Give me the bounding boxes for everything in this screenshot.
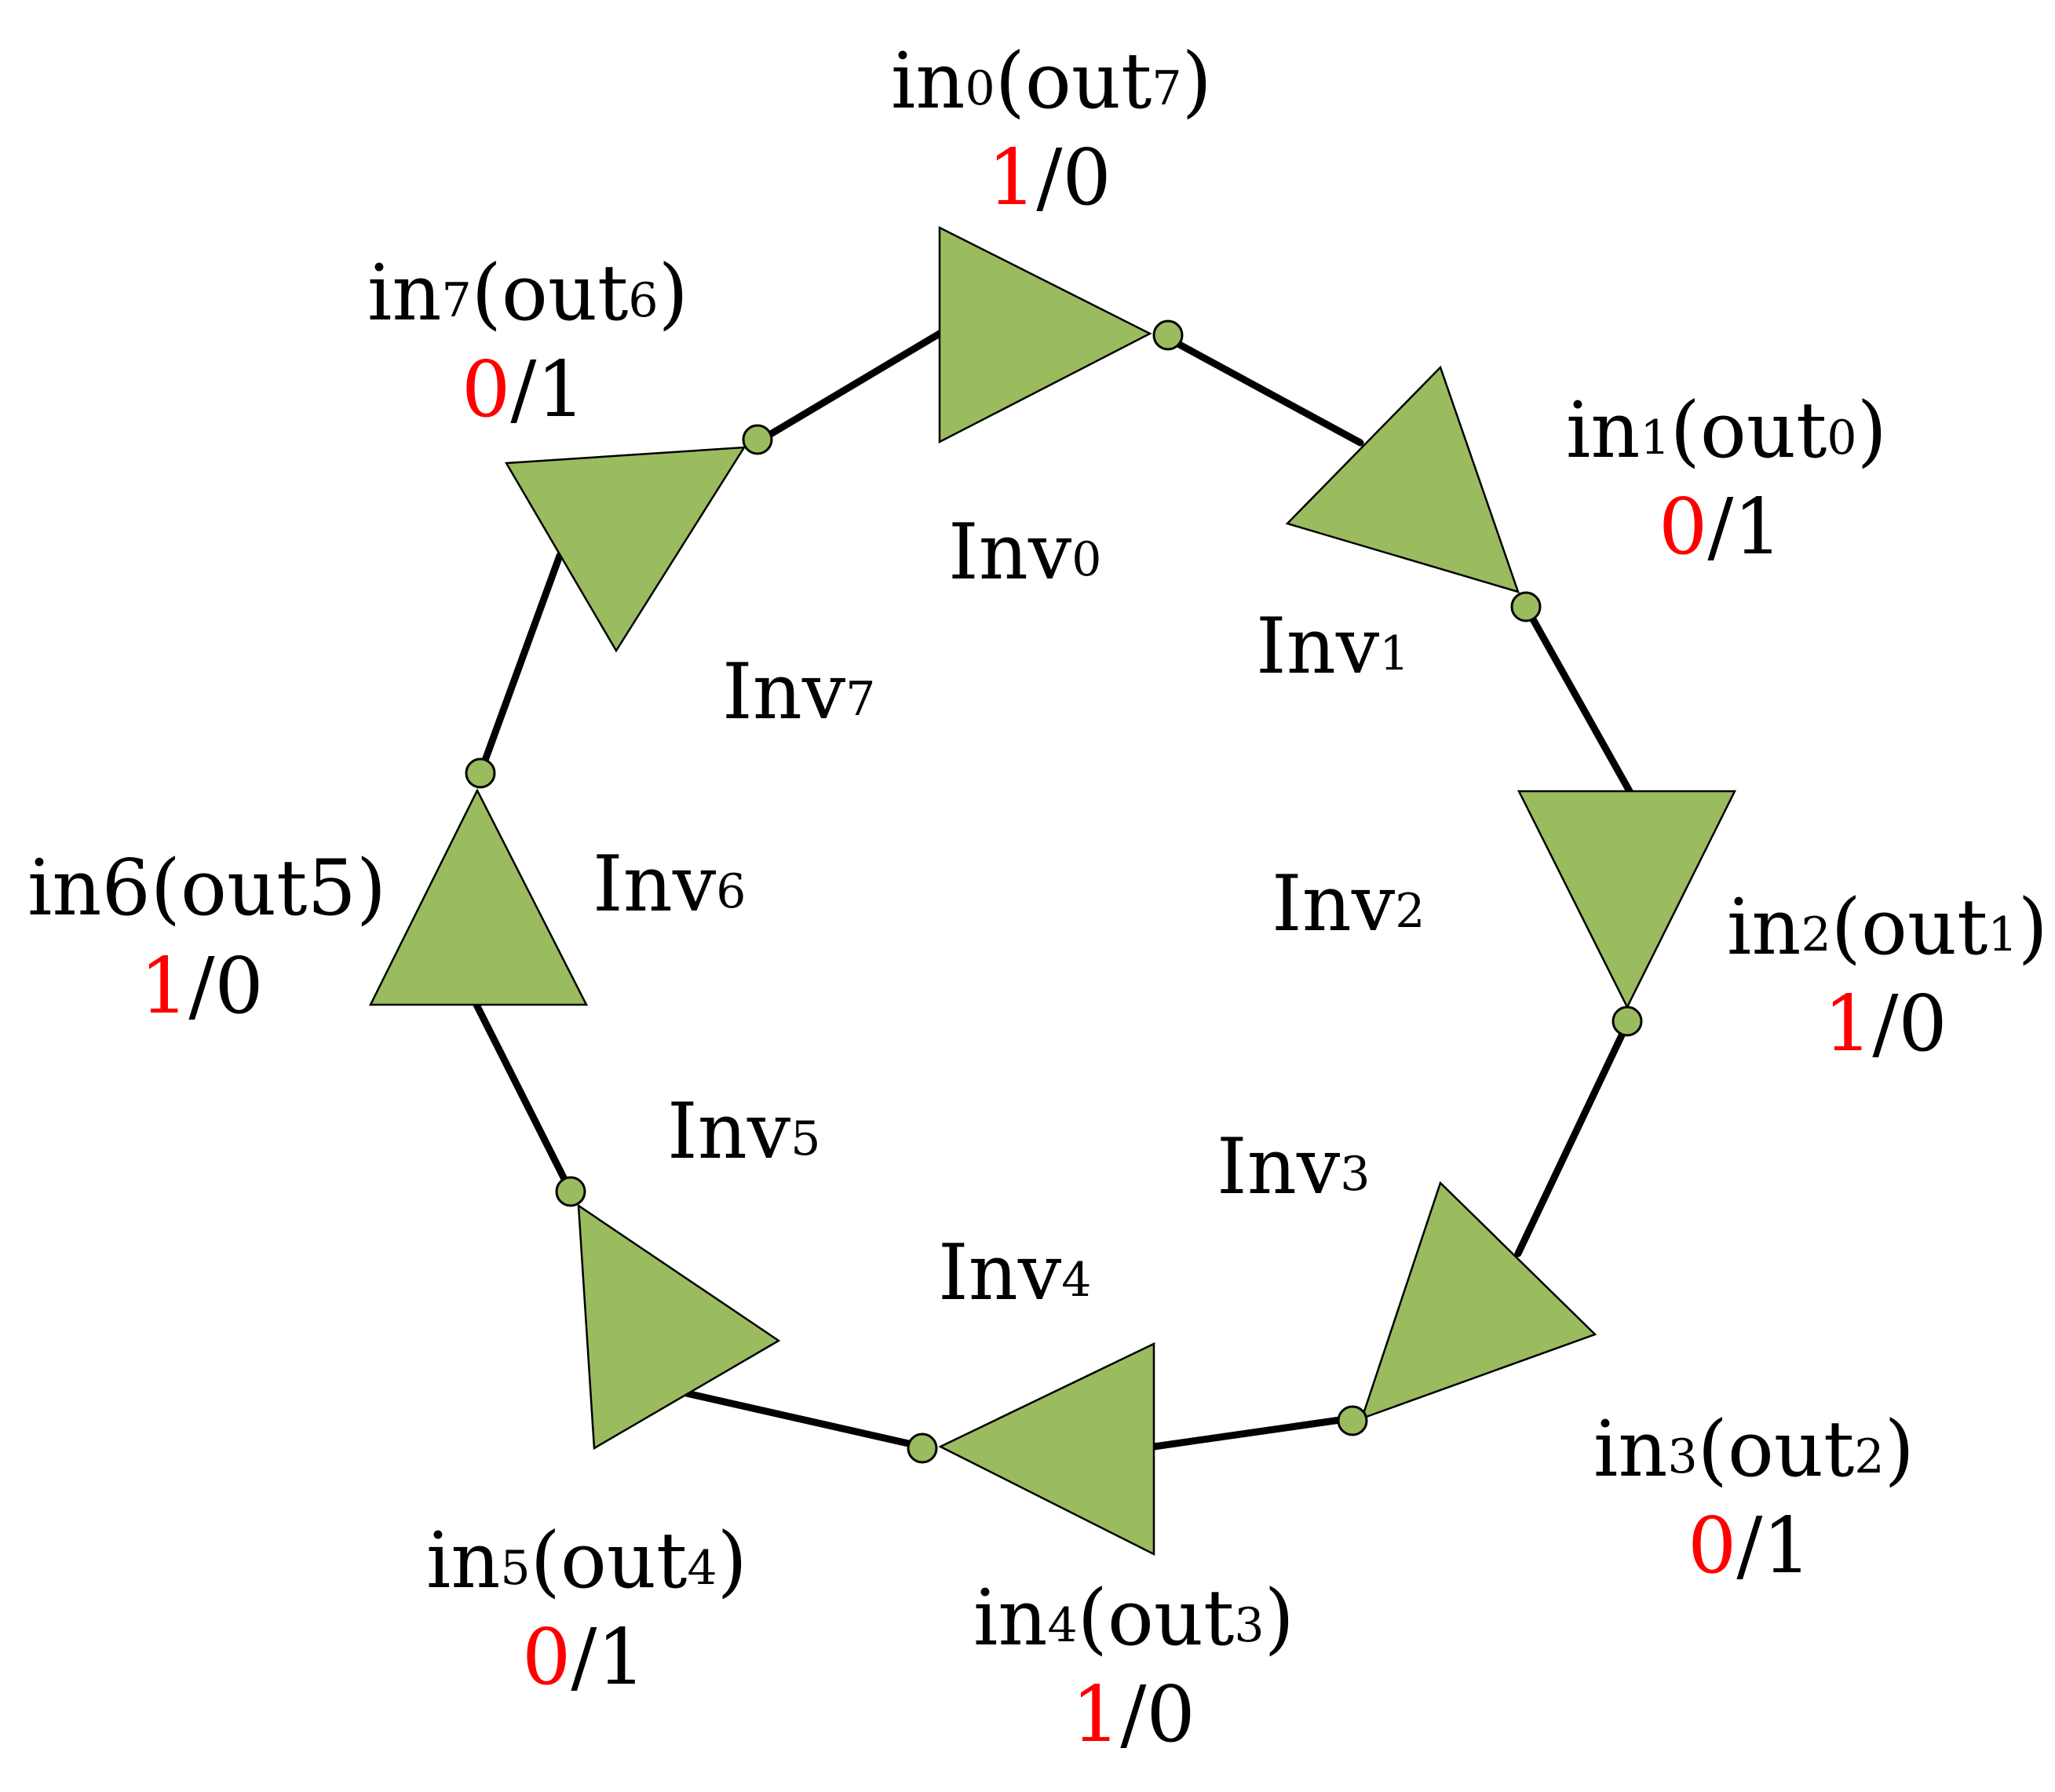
node-label-in7-out6: in7(out6) bbox=[367, 249, 688, 338]
inverter-label-1: Inv1 bbox=[1256, 602, 1409, 692]
wires bbox=[473, 330, 1633, 1451]
inverter-7-triangle bbox=[504, 446, 746, 653]
node-label-in5-out4: in5(out4) bbox=[426, 1516, 747, 1606]
wire-node0 bbox=[754, 330, 944, 446]
bubble-inverter-0 bbox=[1152, 319, 1184, 351]
inverter-6-triangle bbox=[368, 788, 589, 1006]
bubble-inverter-3 bbox=[1337, 1405, 1368, 1436]
bubble-inverter-2 bbox=[1612, 1005, 1643, 1037]
node-label-in0-out7: in0(out7) bbox=[891, 37, 1212, 126]
wire-node6 bbox=[473, 1001, 575, 1195]
bubble-inverter-6 bbox=[465, 757, 496, 789]
wire-node4 bbox=[1150, 1414, 1355, 1451]
wire-node5 bbox=[679, 1389, 926, 1451]
inverter-label-0: Inv0 bbox=[948, 508, 1101, 597]
inverter-labels: Inv0 Inv1 Inv2 Inv3 Inv4 Inv5 Inv6 Inv7 bbox=[593, 508, 1425, 1318]
node-state-in6-out5: 1/0 bbox=[140, 942, 264, 1031]
node-labels: in0(out7) 1/0 in1(out0) 0/1 in2(out1) 1/… bbox=[27, 37, 2048, 1760]
inverter-0-triangle bbox=[938, 225, 1152, 444]
node-state-in2-out1: 1/0 bbox=[1823, 980, 1947, 1069]
inverter-2-triangle bbox=[1517, 790, 1737, 1009]
inverter-label-2: Inv2 bbox=[1272, 860, 1425, 949]
bubble-inverter-1 bbox=[1510, 591, 1542, 622]
inverter-5-triangle bbox=[577, 1203, 781, 1451]
inverter-1-triangle bbox=[1285, 365, 1520, 593]
node-label-in4-out3: in4(out3) bbox=[973, 1574, 1294, 1663]
inverters bbox=[368, 225, 1737, 1557]
node-label-in3-out2: in3(out2) bbox=[1593, 1405, 1914, 1495]
node-label-in6-out5: in6(out5) bbox=[27, 844, 386, 933]
inverter-label-6: Inv6 bbox=[593, 840, 746, 929]
node-state-in7-out6: 0/1 bbox=[462, 345, 586, 435]
inverter-label-7: Inv7 bbox=[722, 648, 875, 737]
bubble-inverter-4 bbox=[907, 1433, 938, 1464]
node-state-in4-out3: 1/0 bbox=[1071, 1670, 1195, 1760]
wire-node2 bbox=[1522, 603, 1633, 795]
node-state-in0-out7: 1/0 bbox=[987, 133, 1111, 223]
inverter-label-3: Inv3 bbox=[1217, 1122, 1370, 1212]
bubble-inverter-5 bbox=[555, 1176, 586, 1207]
inverter-label-4: Inv4 bbox=[938, 1228, 1091, 1318]
output-bubbles bbox=[465, 319, 1643, 1464]
node-state-in1-out0: 0/1 bbox=[1659, 483, 1783, 572]
node-state-in5-out4: 0/1 bbox=[522, 1613, 646, 1703]
node-state-in3-out2: 0/1 bbox=[1688, 1502, 1812, 1591]
wire-node1 bbox=[1163, 334, 1364, 447]
inverter-label-5: Inv5 bbox=[667, 1087, 820, 1177]
wire-node3 bbox=[1514, 1016, 1633, 1257]
inverter-3-triangle bbox=[1360, 1181, 1597, 1421]
inverter-4-triangle bbox=[938, 1342, 1155, 1557]
node-label-in2-out1: in2(out1) bbox=[1727, 883, 2048, 973]
wire-node7 bbox=[476, 552, 564, 777]
node-label-in1-out0: in1(out0) bbox=[1566, 386, 1887, 476]
bubble-inverter-7 bbox=[742, 424, 773, 455]
